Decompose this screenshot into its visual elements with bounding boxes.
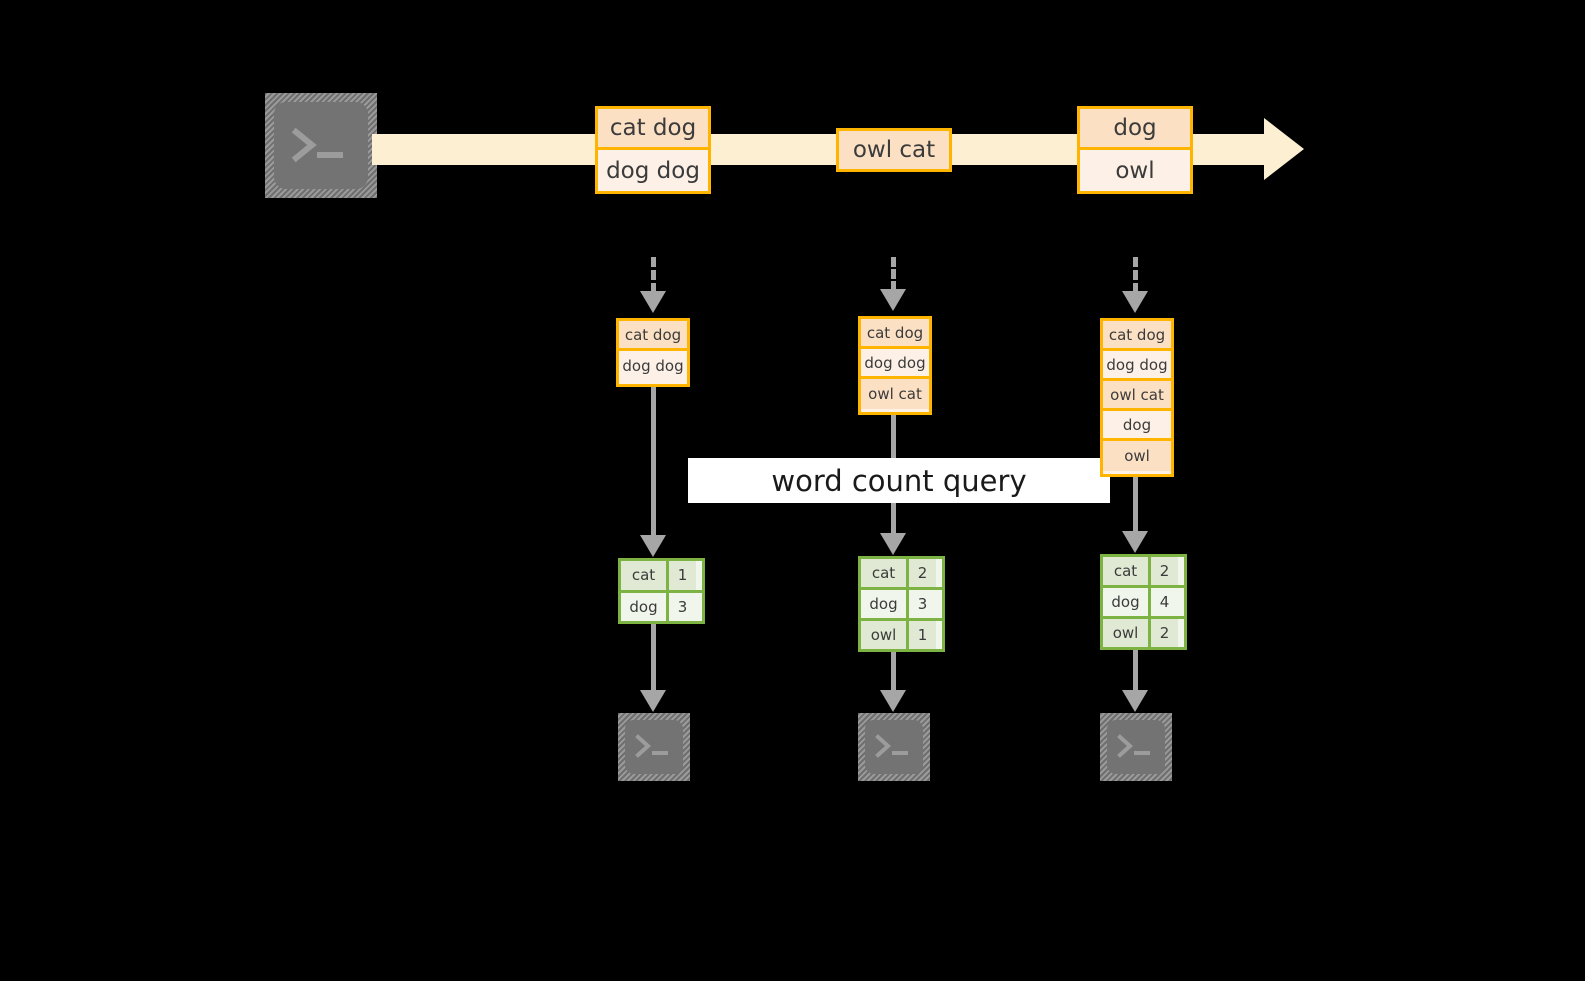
- trigger-3-input-table: cat dog dog dog owl cat dog owl: [1100, 318, 1174, 477]
- trigger-1-sink-arrowhead-icon: [640, 690, 666, 712]
- table-row: owl 2: [1103, 619, 1184, 647]
- trigger-2-input-table: cat dog dog dog owl cat: [858, 316, 932, 415]
- query-label: word count query: [771, 463, 1027, 498]
- query-label-band: word count query: [688, 458, 1110, 503]
- trigger-2-sink-terminal-icon: [858, 713, 930, 781]
- result-count: 2: [1151, 619, 1178, 647]
- stream-event-2-line-1: owl cat: [839, 131, 949, 169]
- terminal-screen: [625, 720, 683, 774]
- trigger-1-sink-terminal-icon: [618, 713, 690, 781]
- table-row: dog 3: [861, 590, 942, 621]
- result-word: dog: [1103, 588, 1151, 616]
- table-row: dog 3: [621, 592, 702, 621]
- trigger-3-input-row: owl: [1103, 441, 1171, 471]
- stream-arrowhead-icon: [1264, 118, 1304, 180]
- stream-event-3-line-1: dog: [1080, 109, 1190, 150]
- trigger-3-stream-tap-line: [1133, 257, 1138, 293]
- result-word: cat: [861, 559, 909, 587]
- result-word: cat: [621, 561, 669, 590]
- trigger-1-input-table: cat dog dog dog: [616, 318, 690, 387]
- trigger-3-query-arrowhead-icon: [1122, 531, 1148, 553]
- trigger-1-query-line: [651, 387, 656, 539]
- result-count: 4: [1151, 588, 1178, 616]
- result-word: dog: [861, 590, 909, 618]
- stream-event-1: cat dog dog dog: [595, 106, 711, 194]
- trigger-1-stream-tap-arrowhead-icon: [640, 291, 666, 313]
- result-count: 2: [909, 559, 936, 587]
- trigger-3-sink-line: [1133, 650, 1138, 692]
- result-count: 3: [909, 590, 936, 618]
- trigger-2-stream-tap-arrowhead-icon: [880, 289, 906, 311]
- trigger-1-sink-line: [651, 624, 656, 692]
- trigger-2-stream-tap-line: [891, 257, 896, 291]
- result-count: 1: [669, 561, 696, 590]
- result-word: owl: [861, 621, 909, 649]
- trigger-1-stream-tap-line: [651, 257, 656, 293]
- result-word: dog: [621, 592, 669, 621]
- trigger-1-result-table: cat 1 dog 3: [618, 558, 705, 624]
- terminal-screen: [274, 102, 368, 189]
- stream-event-3-line-2: owl: [1080, 150, 1190, 191]
- stream-event-1-line-2: dog dog: [598, 150, 708, 191]
- trigger-3-input-row: owl cat: [1103, 381, 1171, 411]
- trigger-2-result-table: cat 2 dog 3 owl 1: [858, 556, 945, 652]
- result-count: 1: [909, 621, 936, 649]
- stream-event-3: dog owl: [1077, 106, 1193, 194]
- result-count: 2: [1151, 557, 1178, 585]
- terminal-prompt-glyph: [1117, 734, 1150, 758]
- table-row: cat 2: [861, 559, 942, 590]
- trigger-1-input-row: cat dog: [619, 321, 687, 351]
- result-word: cat: [1103, 557, 1151, 585]
- trigger-2-query-arrowhead-icon: [880, 533, 906, 555]
- trigger-3-input-row: dog dog: [1103, 351, 1171, 381]
- stream-event-2: owl cat: [836, 128, 952, 172]
- trigger-1-query-arrowhead-icon: [640, 535, 666, 557]
- trigger-3-query-line: [1133, 477, 1138, 535]
- trigger-3-sink-arrowhead-icon: [1122, 690, 1148, 712]
- terminal-prompt-glyph: [635, 734, 668, 758]
- trigger-3-result-table: cat 2 dog 4 owl 2: [1100, 554, 1187, 650]
- table-row: cat 2: [1103, 557, 1184, 588]
- table-row: cat 1: [621, 561, 702, 593]
- stream-event-1-line-1: cat dog: [598, 109, 708, 150]
- result-count: 3: [669, 592, 696, 621]
- trigger-2-input-row: owl cat: [861, 379, 929, 409]
- trigger-2-input-row: dog dog: [861, 349, 929, 379]
- terminal-screen: [865, 720, 923, 774]
- trigger-2-sink-arrowhead-icon: [880, 690, 906, 712]
- trigger-3-input-row: dog: [1103, 411, 1171, 441]
- trigger-2-input-row: cat dog: [861, 319, 929, 349]
- trigger-3-sink-terminal-icon: [1100, 713, 1172, 781]
- trigger-1-input-row: dog dog: [619, 351, 687, 381]
- trigger-3-input-row: cat dog: [1103, 321, 1171, 351]
- trigger-3-stream-tap-arrowhead-icon: [1122, 291, 1148, 313]
- trigger-2-sink-line: [891, 652, 896, 692]
- terminal-prompt-glyph: [291, 127, 343, 162]
- table-row: dog 4: [1103, 588, 1184, 619]
- table-row: owl 1: [861, 621, 942, 649]
- source-terminal-icon: [265, 93, 377, 198]
- result-word: owl: [1103, 619, 1151, 647]
- terminal-prompt-glyph: [875, 734, 908, 758]
- terminal-screen: [1107, 720, 1165, 774]
